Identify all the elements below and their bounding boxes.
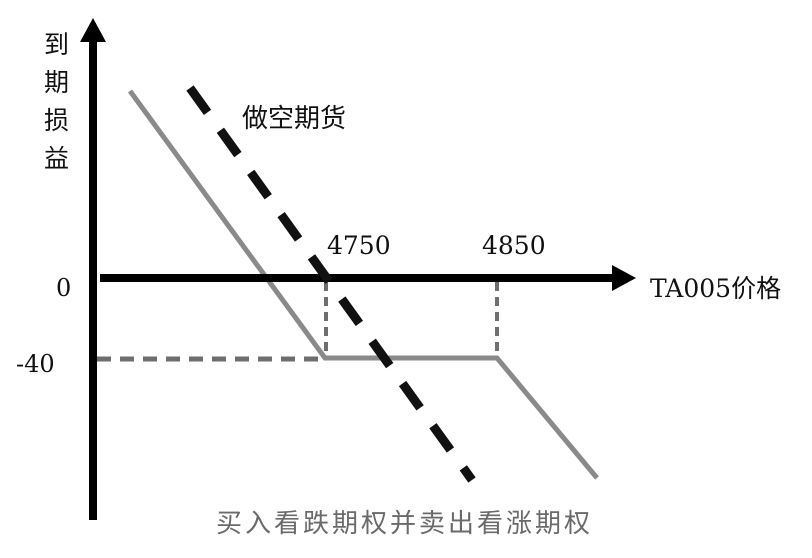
y-tick-minus40: -40	[16, 350, 55, 378]
short-futures-annotation: 做空期货	[242, 104, 346, 134]
x-tick-4750: 4750	[327, 231, 391, 260]
y-axis-label-char: 损	[44, 106, 69, 135]
y-axis-arrow-icon	[80, 18, 106, 42]
x-tick-4850: 4850	[482, 231, 546, 260]
x-axis-arrow-icon	[612, 265, 636, 291]
y-tick-0: 0	[56, 274, 71, 302]
y-axis-label-char: 益	[44, 144, 69, 173]
combo-payoff-line	[127, 89, 599, 480]
y-axis-label-char: 到	[44, 30, 69, 59]
x-axis-label: TA005价格	[650, 274, 781, 303]
y-axis-label-char: 期	[44, 68, 69, 97]
option-combo-annotation: 买入看跌期权并卖出看涨期权	[216, 509, 593, 539]
short-futures-line	[186, 85, 476, 483]
